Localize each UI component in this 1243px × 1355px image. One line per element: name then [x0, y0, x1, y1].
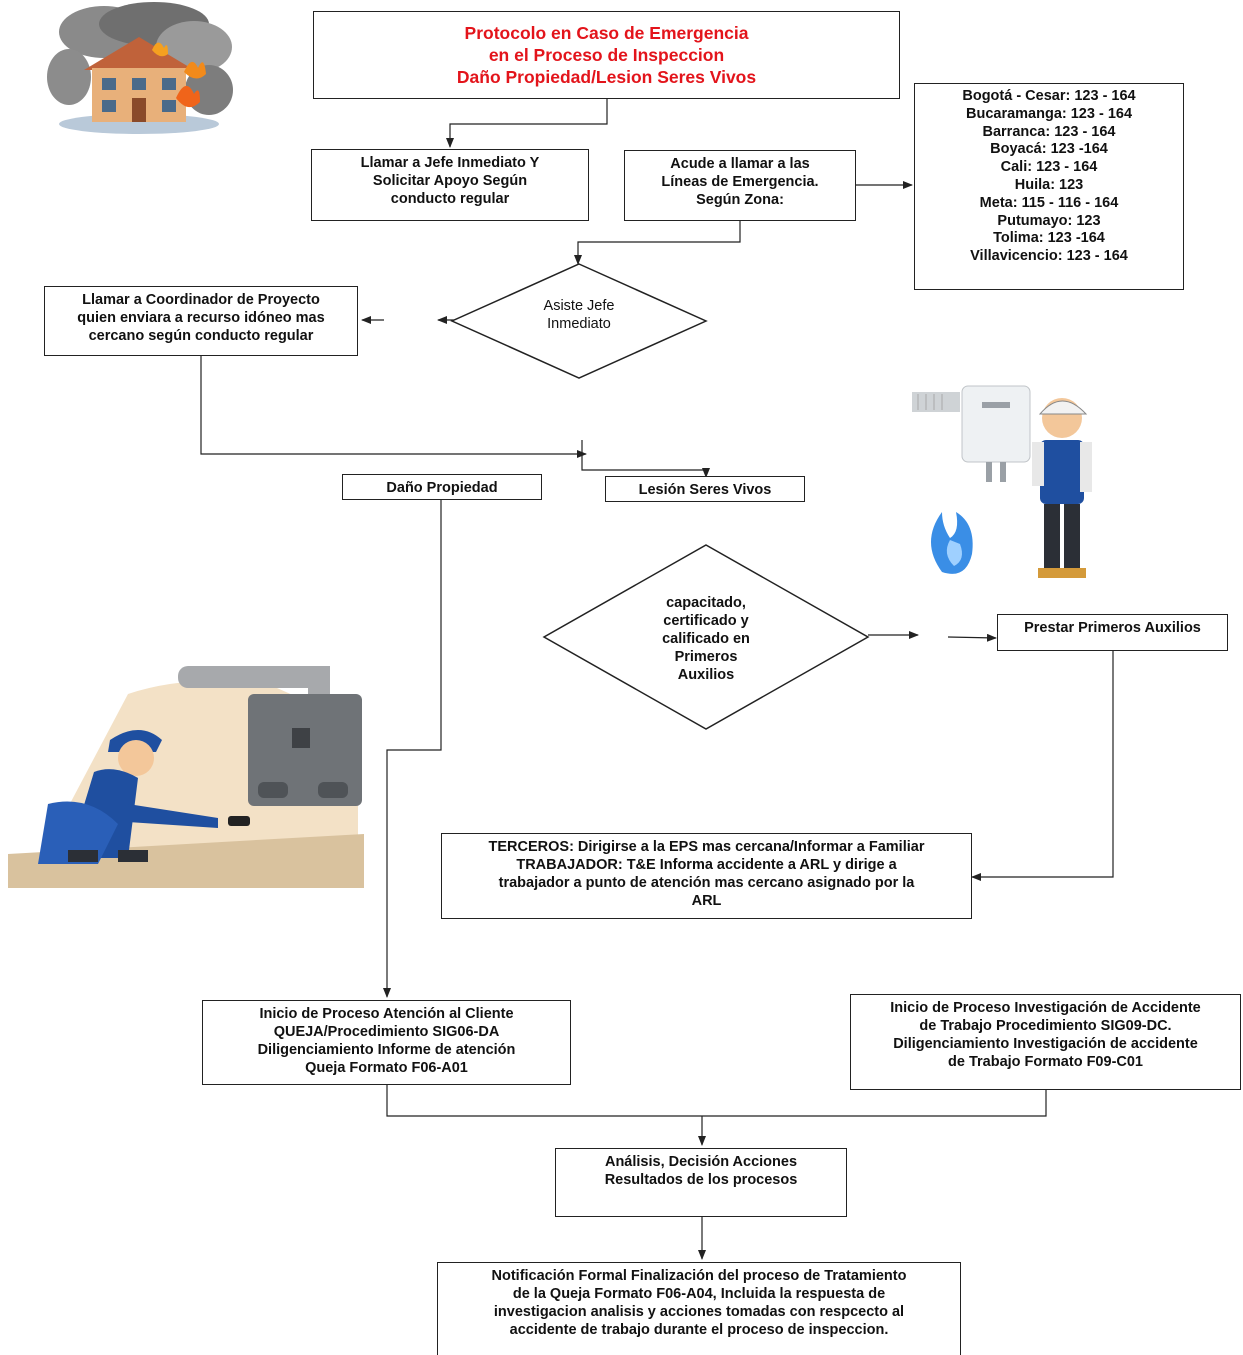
customer-process-line: Diligenciamiento Informe de atención [257, 1042, 516, 1058]
coordinator-to-merge-line [200, 356, 587, 458]
first-aid-decision-line: capacitado, [666, 595, 746, 611]
notification-line: de la Queja Formato F06-A04, Incluida la… [512, 1286, 886, 1302]
coordinator-line-1: Llamar a Coordinador de Proyecto [82, 292, 320, 308]
merge-to-injury-line [581, 440, 710, 478]
coordinator-line-3: cercano según conducto regular [88, 328, 314, 344]
title-line-2: en el Proceso de Inspeccion [488, 45, 725, 65]
notification-box: Notificación Formal Finalización del pro… [437, 1262, 961, 1355]
call-lines-line-3: Según Zona: [696, 192, 784, 208]
lines-to-decision-line [574, 221, 741, 265]
first-aid-decision-line: Auxilios [677, 667, 735, 683]
technician-measuring-illustration [8, 666, 364, 888]
phone-line: Tolima: 123 -164 [993, 230, 1105, 247]
customer-process-line: Queja Formato F06-A01 [305, 1060, 468, 1076]
property-damage-box: Daño Propiedad [342, 474, 542, 500]
title-line-1: Protocolo en Caso de Emergencia [464, 23, 749, 43]
call-boss-box: Llamar a Jefe Inmediato Y Solicitar Apoy… [311, 149, 589, 221]
call-lines-line-2: Líneas de Emergencia. [661, 174, 819, 190]
first-aid-decision-line: certificado y [663, 613, 749, 629]
firstaid-to-terceros-line [971, 650, 1114, 881]
emergency-phones-box: Bogotá - Cesar: 123 - 164 Bucaramanga: 1… [914, 83, 1184, 290]
analysis-line-2: Resultados de los procesos [604, 1172, 798, 1188]
phone-line: Bucaramanga: 123 - 164 [965, 105, 1133, 122]
call-boss-line-3: conducto regular [390, 191, 510, 207]
title-to-boss-line [446, 98, 608, 148]
phone-line: Cali: 123 - 164 [1000, 159, 1098, 176]
phone-line: Bogotá - Cesar: 123 - 164 [962, 88, 1136, 104]
analysis-box: Análisis, Decisión Acciones Resultados d… [555, 1148, 847, 1217]
protocol-title-box: Protocolo en Caso de Emergencia en el Pr… [313, 11, 900, 99]
accident-process-line: de Trabajo Procedimiento SIG09-DC. [919, 1018, 1172, 1034]
customer-process-line: QUEJA/Procedimiento SIG06-DA [273, 1024, 500, 1040]
decision-to-firstaid-line-2 [947, 633, 997, 642]
decision-boss-diamond [450, 263, 708, 379]
notification-line: investigacion analisis y acciones tomada… [493, 1304, 905, 1320]
burning-house-illustration [47, 2, 233, 134]
call-emergency-lines-box: Acude a llamar a las Líneas de Emergenci… [624, 150, 856, 221]
technician-heater-illustration [912, 385, 1092, 578]
coordinator-box: Llamar a Coordinador de Proyecto quien e… [44, 286, 358, 356]
first-aid-decision-line: Primeros [674, 649, 738, 665]
phone-line: Meta: 115 - 116 - 164 [979, 194, 1119, 211]
injury-label: Lesión Seres Vivos [638, 482, 772, 498]
injury-box: Lesión Seres Vivos [605, 476, 805, 502]
first-aid-label: Prestar Primeros Auxilios [1024, 620, 1201, 636]
call-boss-line-2: Solicitar Apoyo Según [372, 173, 528, 189]
call-lines-line-1: Acude a llamar a las [670, 156, 810, 172]
first-aid-decision-line: calificado en [662, 631, 750, 647]
third-parties-line: TERCEROS: Dirigirse a la EPS mas cercana… [488, 839, 925, 855]
decision-boss-label: Asiste Jefe Inmediato [509, 297, 649, 333]
decision-first-aid-label: capacitado, certificado y calificado en … [636, 594, 776, 684]
phone-line: Barranca: 123 - 164 [982, 123, 1116, 140]
analysis-line-1: Análisis, Decisión Acciones [604, 1154, 798, 1170]
third-parties-box: TERCEROS: Dirigirse a la EPS mas cercana… [441, 833, 972, 919]
notification-line: accidente de trabajo durante el proceso … [509, 1322, 889, 1338]
decision-boss-line-1: Asiste Jefe [543, 298, 615, 314]
third-parties-line: TRABAJADOR: T&E Informa accidente a ARL … [516, 857, 897, 873]
accident-process-line: Diligenciamiento Investigación de accide… [893, 1036, 1198, 1052]
damage-to-customer-line [383, 500, 442, 998]
phone-line: Huila: 123 [1014, 176, 1084, 193]
decision-boss-line-2: Inmediato [547, 316, 611, 332]
notification-line: Notificación Formal Finalización del pro… [491, 1268, 907, 1284]
third-parties-line: trabajador a punto de atención mas cerca… [498, 875, 915, 891]
customer-to-analysis-line [386, 1085, 1047, 1117]
third-parties-line: ARL [691, 893, 722, 909]
customer-process-line: Inicio de Proceso Atención al Cliente [259, 1006, 514, 1022]
call-boss-line-1: Llamar a Jefe Inmediato Y [360, 155, 540, 171]
accident-process-line: Inicio de Proceso Investigación de Accid… [890, 1000, 1201, 1016]
coordinator-line-2: quien enviara a recurso idóneo mas [77, 310, 325, 326]
customer-complaint-process-box: Inicio de Proceso Atención al Cliente QU… [202, 1000, 571, 1085]
phone-line: Villavicencio: 123 - 164 [970, 248, 1128, 265]
title-line-3: Daño Propiedad/Lesion Seres Vivos [456, 67, 757, 87]
phone-line: Boyacá: 123 -164 [990, 141, 1108, 158]
first-aid-box: Prestar Primeros Auxilios [997, 614, 1228, 651]
accident-process-line: de Trabajo Formato F09-C01 [948, 1054, 1143, 1070]
phone-line: Putumayo: 123 [997, 212, 1101, 229]
accident-investigation-box: Inicio de Proceso Investigación de Accid… [850, 994, 1241, 1090]
property-damage-label: Daño Propiedad [386, 480, 498, 496]
decision-first-aid-diamond [542, 544, 870, 730]
